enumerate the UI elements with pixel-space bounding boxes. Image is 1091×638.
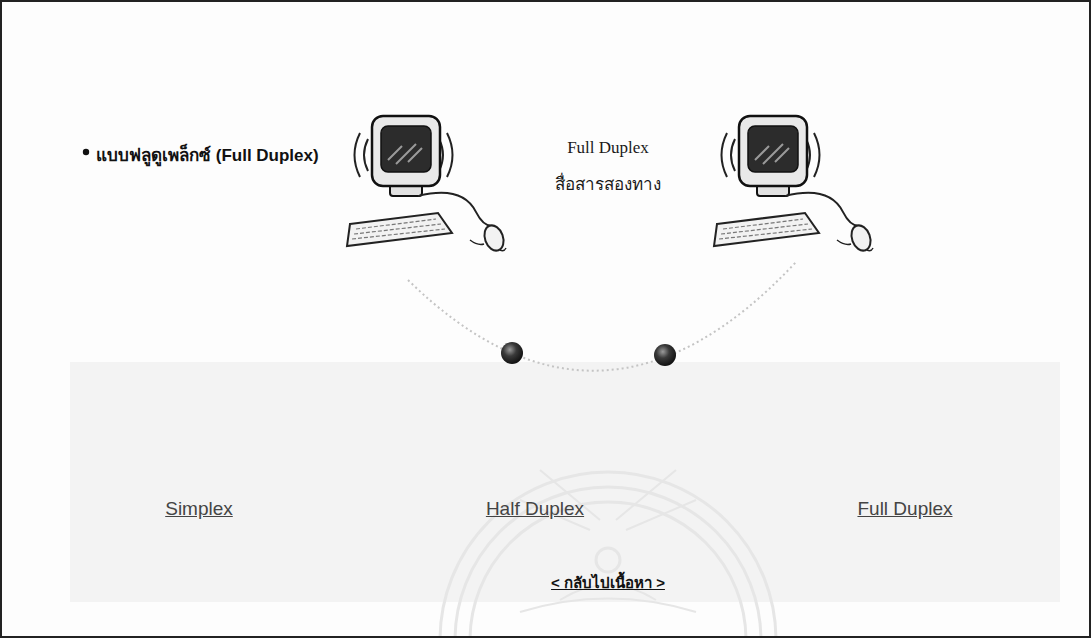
signal-path	[408, 262, 796, 371]
lower-panel	[70, 362, 1060, 602]
watermark	[440, 470, 776, 638]
signal-dot	[654, 344, 676, 366]
signal-dot	[501, 342, 523, 364]
back-link: < กลับไปเนื้อหา >	[551, 571, 665, 595]
nav-link: Half Duplex	[486, 498, 584, 520]
nav-link: Full Duplex	[857, 498, 952, 520]
caption-text: สื่อสารสองทาง	[555, 170, 661, 197]
computer-icon	[714, 116, 874, 253]
heading: แบบฟลูดูเพล็กซ์ (Full Duplex)	[96, 141, 319, 168]
nav-link: Simplex	[165, 498, 233, 520]
computer-icon	[347, 116, 507, 253]
bullet	[83, 149, 89, 155]
caption-text: Full Duplex	[567, 138, 649, 158]
